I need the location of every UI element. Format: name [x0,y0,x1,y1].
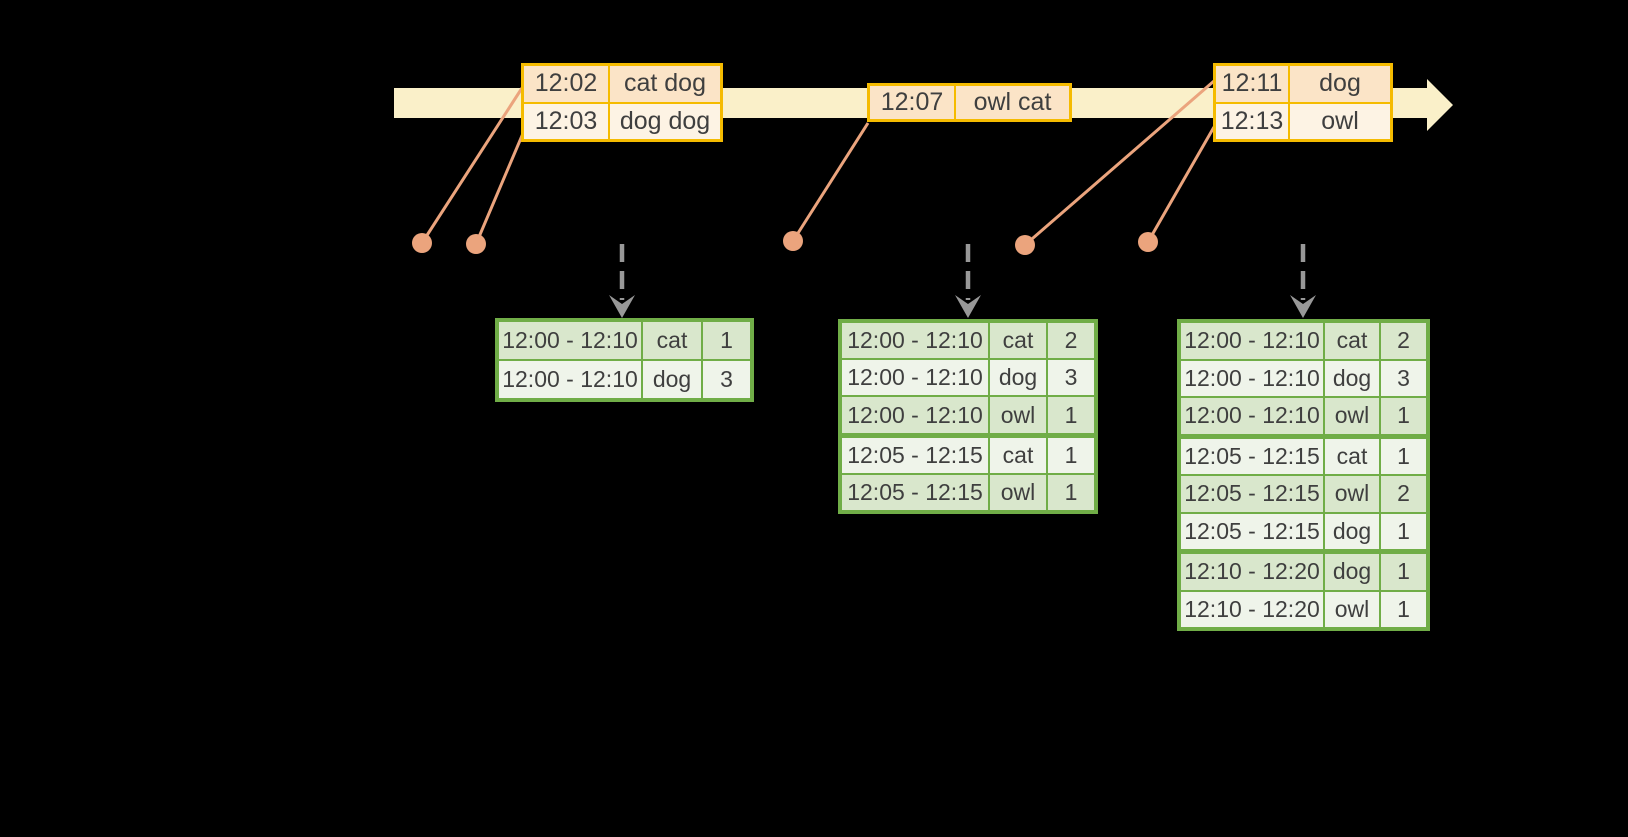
event-words: cat dog [610,66,720,102]
window-cell: 12:05 - 12:15 [842,474,988,511]
count-cell: 1 [1048,397,1094,433]
result-row: 12:00 - 12:10 owl 1 [842,397,1094,433]
window-cell: 12:00 - 12:10 [842,323,988,359]
count-cell: 3 [703,361,750,398]
count-cell: 1 [1381,438,1426,474]
result-table-3: 12:00 - 12:10 cat 2 12:00 - 12:10 dog 3 … [1177,319,1430,631]
result-row: 12:05 - 12:15 cat 1 [842,437,1094,473]
event-time: 12:07 [870,86,954,119]
event-dot [412,233,432,253]
connector-line [474,130,526,245]
event-dot [1015,235,1035,255]
window-cell: 12:00 - 12:10 [499,361,641,398]
trigger-arrowhead-icon [955,295,981,318]
event-dot [1138,232,1158,252]
event-batch-2: 12:07 owl cat [867,83,1072,122]
connector-line [420,87,524,244]
word-cell: cat [990,323,1046,359]
event-words: dog dog [610,103,720,139]
window-cell: 12:05 - 12:15 [1181,513,1323,549]
result-row: 12:00 - 12:10 dog 3 [499,361,750,398]
event-row: 12:13 owl [1216,103,1390,139]
connector-line [791,122,870,242]
count-cell: 2 [1048,323,1094,359]
window-cell: 12:05 - 12:15 [1181,438,1323,474]
window-cell: 12:05 - 12:15 [842,437,988,473]
event-dot [466,234,486,254]
window-cell: 12:00 - 12:10 [842,360,988,396]
result-row: 12:00 - 12:10 cat 1 [499,322,750,359]
connector-line [1024,79,1215,247]
window-cell: 12:10 - 12:20 [1181,591,1323,627]
window-cell: 12:00 - 12:10 [842,397,988,433]
trigger-arrowhead-icon [609,295,635,318]
trigger-arrowhead-icon [1290,295,1316,318]
count-cell: 1 [1381,398,1426,434]
result-row: 12:00 - 12:10 dog 3 [1181,360,1426,396]
word-cell: dog [1325,513,1379,549]
count-cell: 1 [1381,591,1426,627]
count-cell: 2 [1381,476,1426,512]
result-row: 12:00 - 12:10 cat 2 [1181,323,1426,359]
event-dots [412,231,1158,255]
result-row: 12:10 - 12:20 dog 1 [1181,554,1426,590]
window-cell: 12:00 - 12:10 [1181,398,1323,434]
event-words: owl [1290,103,1390,139]
event-time: 12:11 [1216,66,1288,102]
word-cell: owl [1325,476,1379,512]
count-cell: 1 [1048,437,1094,473]
event-batch-1: 12:02 cat dog 12:03 dog dog [521,63,723,142]
result-row: 12:00 - 12:10 cat 2 [842,323,1094,359]
window-cell: 12:00 - 12:10 [499,322,641,359]
event-batch-3: 12:11 dog 12:13 owl [1213,63,1393,142]
word-cell: cat [643,322,701,359]
result-row: 12:00 - 12:10 dog 3 [842,360,1094,396]
count-cell: 1 [1048,474,1094,511]
word-cell: dog [1325,360,1379,396]
word-cell: owl [1325,591,1379,627]
result-table-1: 12:00 - 12:10 cat 1 12:00 - 12:10 dog 3 [495,318,754,402]
count-cell: 1 [1381,513,1426,549]
count-cell: 1 [1381,554,1426,590]
result-row: 12:05 - 12:15 dog 1 [1181,513,1426,549]
result-row: 12:05 - 12:15 owl 2 [1181,476,1426,512]
event-time: 12:13 [1216,103,1288,139]
word-cell: owl [990,474,1046,511]
event-connector-lines [420,79,1216,247]
word-cell: dog [990,360,1046,396]
event-words: dog [1290,66,1390,102]
word-cell: cat [990,437,1046,473]
event-row: 12:03 dog dog [524,103,720,139]
event-words: owl cat [956,86,1069,119]
count-cell: 2 [1381,323,1426,359]
window-cell: 12:10 - 12:20 [1181,554,1323,590]
count-cell: 1 [703,322,750,359]
event-time: 12:03 [524,103,608,139]
count-cell: 3 [1381,360,1426,396]
event-row: 12:11 dog [1216,66,1390,102]
result-row: 12:05 - 12:15 cat 1 [1181,438,1426,474]
result-row: 12:05 - 12:15 owl 1 [842,474,1094,511]
event-row: 12:02 cat dog [524,66,720,102]
result-row: 12:00 - 12:10 owl 1 [1181,398,1426,434]
window-cell: 12:05 - 12:15 [1181,476,1323,512]
word-cell: dog [1325,554,1379,590]
connector-line [1146,126,1216,243]
word-cell: owl [1325,398,1379,434]
word-cell: dog [643,361,701,398]
word-cell: cat [1325,438,1379,474]
trigger-arrows [609,244,1316,318]
window-cell: 12:00 - 12:10 [1181,323,1323,359]
event-row: 12:07 owl cat [870,86,1069,119]
event-dot [783,231,803,251]
result-row: 12:10 - 12:20 owl 1 [1181,591,1426,627]
word-cell: cat [1325,323,1379,359]
word-cell: owl [990,397,1046,433]
result-table-2: 12:00 - 12:10 cat 2 12:00 - 12:10 dog 3 … [838,319,1098,514]
event-time: 12:02 [524,66,608,102]
count-cell: 3 [1048,360,1094,396]
window-cell: 12:00 - 12:10 [1181,360,1323,396]
